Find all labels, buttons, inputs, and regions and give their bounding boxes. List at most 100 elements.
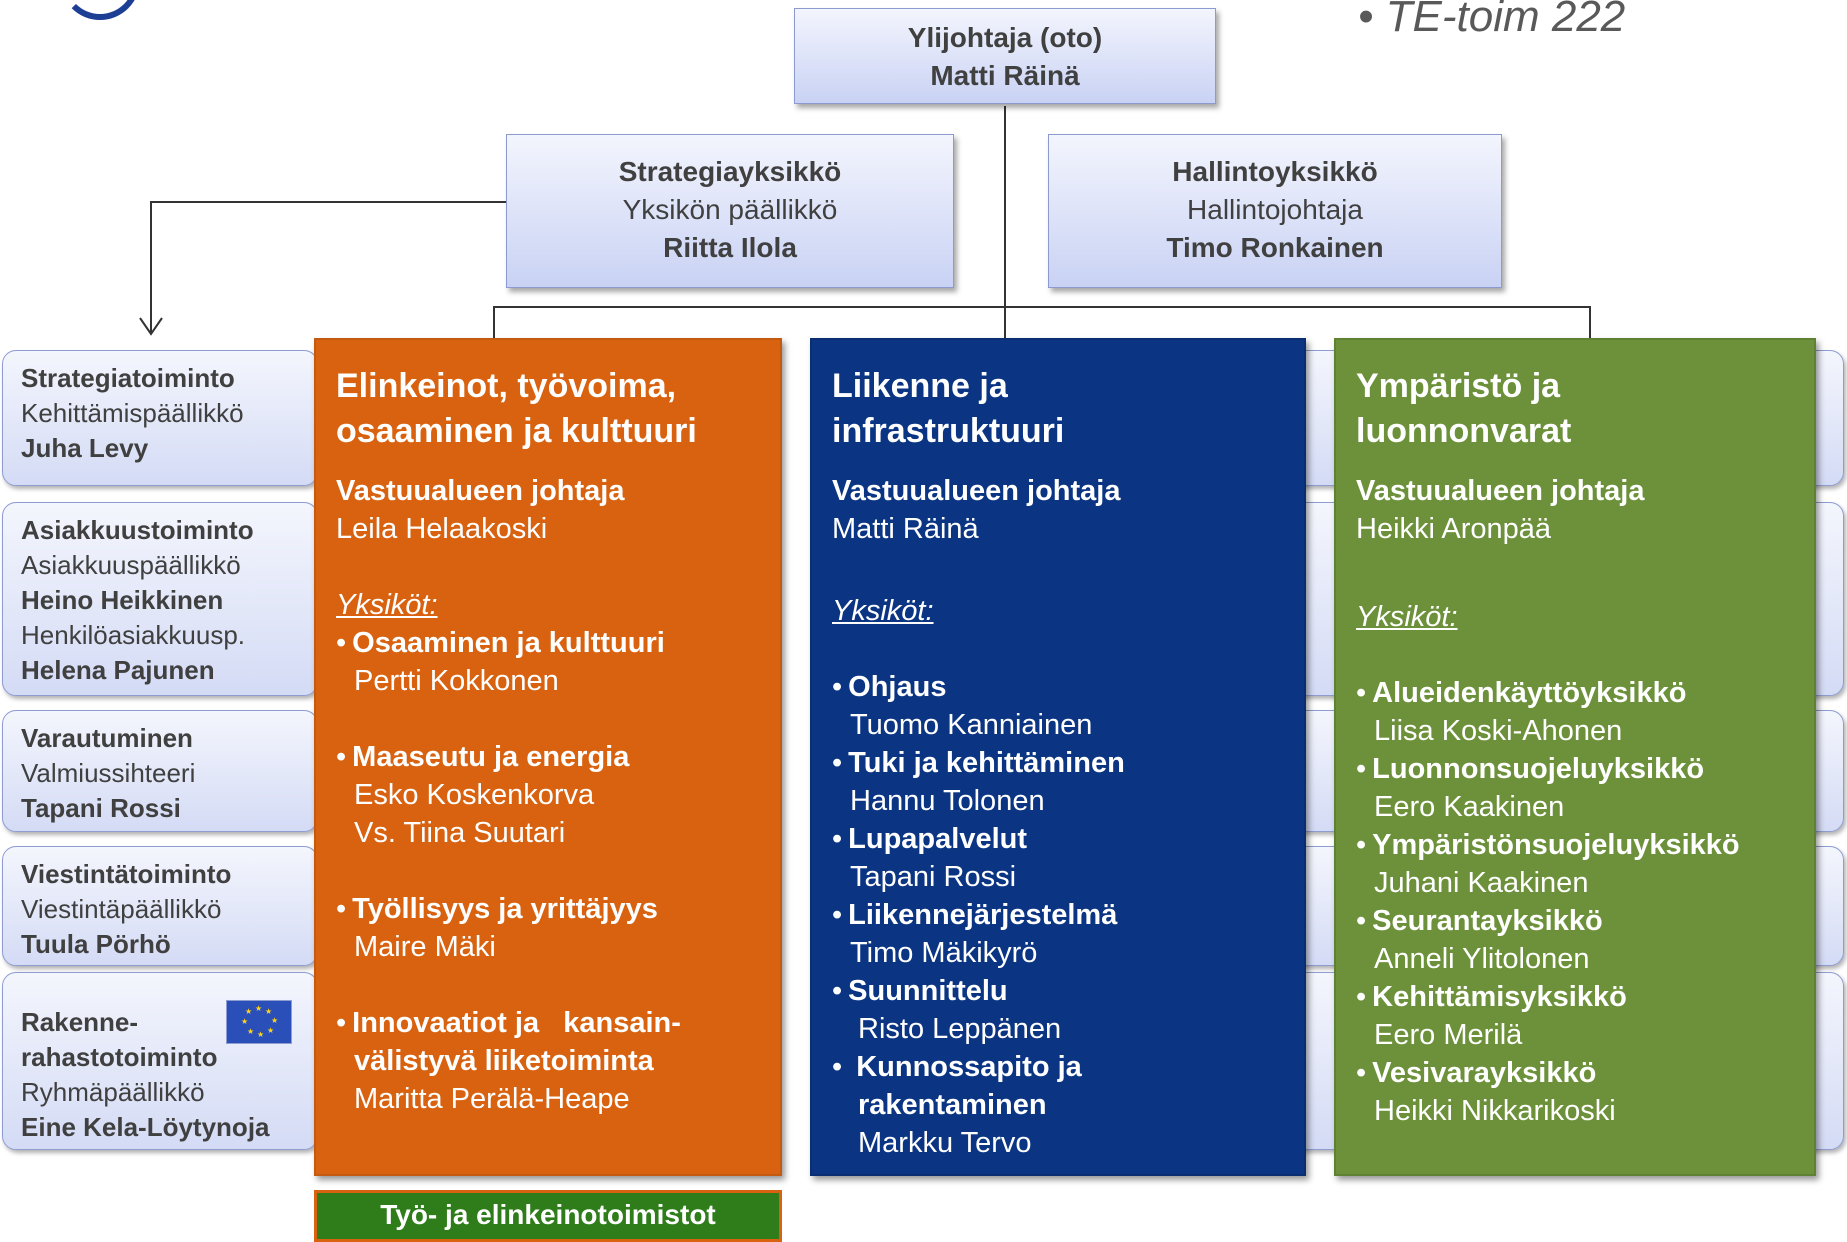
- unit-name: •Vesivarayksikkö: [1356, 1057, 1597, 1089]
- side-line: Asiakkuustoiminto: [21, 515, 254, 545]
- bullet-icon: •: [832, 747, 843, 779]
- side-line: Henkilöasiakkuusp.: [21, 620, 246, 650]
- column-title: Liikenne ja: [832, 367, 1008, 405]
- connector-line: [1004, 106, 1006, 338]
- side-line: Juha Levy: [21, 433, 149, 463]
- bullet-icon: •: [832, 975, 843, 1007]
- unit-person: Anneli Ylitolonen: [1374, 943, 1590, 975]
- side-box-preparedness: Varautuminen Valmiussihteeri Tapani Ross…: [2, 710, 318, 832]
- unit-name: •Luonnonsuojeluyksikkö: [1356, 753, 1705, 785]
- bullet-icon: •: [1356, 1057, 1367, 1089]
- bullet-icon: •: [832, 823, 843, 855]
- unit-person: Tapani Rossi: [850, 861, 1017, 893]
- unit-person: Juhani Kaakinen: [1374, 867, 1589, 899]
- unit-person: Risto Leppänen: [858, 1013, 1062, 1045]
- unit-name: •Suunnittelu: [832, 975, 1008, 1007]
- bullet-icon: •: [336, 893, 347, 925]
- unit-name: •Osaaminen ja kulttuuri: [336, 627, 665, 659]
- connector-line: [493, 306, 1591, 308]
- unit-person: Eero Merilä: [1374, 1019, 1523, 1051]
- column-head: Heikki Aronpää: [1356, 513, 1552, 545]
- director-box: Ylijohtaja (oto) Matti Räinä: [794, 8, 1216, 104]
- unit-person: Heikki Nikkarikoski: [1374, 1095, 1616, 1127]
- column-business: Elinkeinot, työvoima, osaaminen ja kultt…: [314, 338, 782, 1176]
- unit-name: •Kehittämisyksikkö: [1356, 981, 1627, 1013]
- unit-person: Tuomo Kanniainen: [850, 709, 1093, 741]
- admin-unit-box: Hallintoyksikkö Hallintojohtaja Timo Ron…: [1048, 134, 1502, 288]
- units-label: Yksiköt:: [832, 595, 934, 627]
- unit-person: Esko Koskenkorva: [354, 779, 595, 811]
- bullet-icon: •: [336, 741, 347, 773]
- column-role: Vastuualueen johtaja: [1356, 475, 1645, 507]
- bullet-icon: •: [1356, 829, 1367, 861]
- column-title: infrastruktuuri: [832, 412, 1065, 450]
- unit-name: •Alueidenkäyttöyksikkö: [1356, 677, 1687, 709]
- unit-person: Maire Mäki: [354, 931, 496, 963]
- unit-person: Markku Tervo: [858, 1127, 1032, 1159]
- strategy-unit-role: Yksikön päällikkö: [622, 194, 838, 225]
- unit-name: • Kunnossapito ja rakentaminen: [832, 1051, 1082, 1121]
- eu-flag-icon: ★ ★ ★ ★ ★ ★ ★ ★: [226, 1000, 292, 1044]
- column-title: Ympäristö ja: [1356, 367, 1561, 405]
- director-title: Ylijohtaja (oto): [907, 22, 1103, 53]
- bullet-icon: •: [1356, 753, 1367, 785]
- units-label: Yksiköt:: [1356, 601, 1458, 633]
- column-head: Matti Räinä: [832, 513, 979, 545]
- side-line: Rakenne-: [21, 1007, 139, 1037]
- unit-name: •Liikennejärjestelmä: [832, 899, 1118, 931]
- side-line: Asiakkuuspäällikkö: [21, 550, 241, 580]
- unit-name: •Maaseutu ja energia: [336, 741, 630, 773]
- unit-name: •Työllisyys ja yrittäjyys: [336, 893, 658, 925]
- connector-line: [493, 306, 495, 338]
- units-label: Yksiköt:: [336, 589, 438, 621]
- strategy-unit-title: Strategiayksikkö: [618, 156, 842, 187]
- column-title: osaaminen ja kulttuuri: [336, 412, 697, 450]
- connector-line: [150, 201, 152, 333]
- arrow-down-icon: [139, 317, 163, 336]
- column-title: Elinkeinot, työvoima,: [336, 367, 677, 405]
- unit-person: Maritta Perälä-Heape: [354, 1083, 630, 1115]
- column-transport: Liikenne ja infrastruktuuri Vastuualueen…: [810, 338, 1306, 1176]
- column-environment: Ympäristö ja luonnonvarat Vastuualueen j…: [1334, 338, 1816, 1176]
- side-box-communications: Viestintätoiminto Viestintäpäällikkö Tuu…: [2, 846, 318, 966]
- unit-person: Pertti Kokkonen: [354, 665, 559, 697]
- side-line: Heino Heikkinen: [21, 585, 224, 615]
- director-name: Matti Räinä: [930, 60, 1080, 91]
- unit-name: •Lupapalvelut: [832, 823, 1028, 855]
- side-line: Tuula Pörhö: [21, 929, 171, 959]
- bullet-icon: •: [832, 1051, 851, 1083]
- connector-line: [150, 201, 507, 203]
- side-line: Eine Kela-Löytynoja: [21, 1112, 270, 1142]
- unit-person: Hannu Tolonen: [850, 785, 1045, 817]
- side-line: Viestintätoiminto: [21, 859, 232, 889]
- bullet-icon: •: [832, 671, 843, 703]
- side-line: Strategiatoiminto: [21, 363, 235, 393]
- side-line: Helena Pajunen: [21, 655, 215, 685]
- side-line: Kehittämispäällikkö: [21, 398, 244, 428]
- logo-icon: [60, 0, 140, 20]
- strategy-unit-name: Riitta Ilola: [663, 232, 797, 263]
- column-title: luonnonvarat: [1356, 412, 1572, 450]
- unit-person: Vs. Tiina Suutari: [354, 817, 566, 849]
- side-line: rahastotoiminto: [21, 1042, 218, 1072]
- side-line: Tapani Rossi: [21, 793, 181, 823]
- side-box-structural-funds: Rakenne- rahastotoiminto Ryhmäpäällikkö …: [2, 972, 318, 1150]
- bullet-icon: •: [336, 1007, 347, 1039]
- unit-person: Liisa Koski-Ahonen: [1374, 715, 1623, 747]
- side-line: Ryhmäpäällikkö: [21, 1077, 205, 1107]
- bullet-icon: •: [336, 627, 347, 659]
- unit-name: •Seurantayksikkö: [1356, 905, 1603, 937]
- side-line: Viestintäpäällikkö: [21, 894, 222, 924]
- side-box-customer: Asiakkuustoiminto Asiakkuuspäällikkö Hei…: [2, 502, 318, 696]
- unit-name: •Tuki ja kehittäminen: [832, 747, 1125, 779]
- connector-line: [1589, 306, 1591, 338]
- column-role: Vastuualueen johtaja: [336, 475, 625, 507]
- admin-unit-title: Hallintoyksikkö: [1172, 156, 1378, 187]
- column-head: Leila Helaakoski: [336, 513, 548, 545]
- unit-name: •Ympäristönsuojeluyksikkö: [1356, 829, 1740, 861]
- side-line: Varautuminen: [21, 723, 193, 753]
- unit-name: •Ohjaus: [832, 671, 947, 703]
- side-box-strategy: Strategiatoiminto Kehittämispäällikkö Ju…: [2, 350, 318, 486]
- bullet-icon: •: [1356, 905, 1367, 937]
- bullet-icon: •: [1356, 677, 1367, 709]
